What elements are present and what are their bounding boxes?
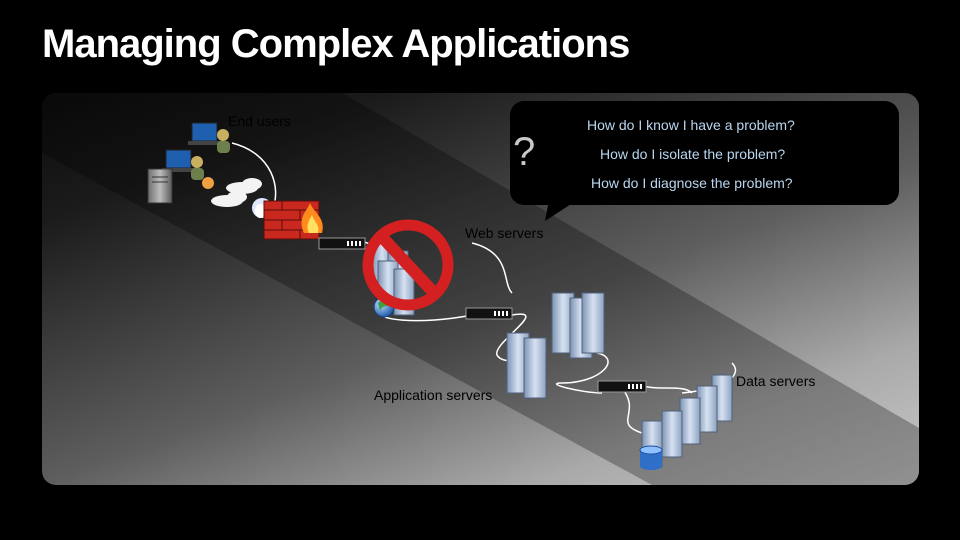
slide-title: Managing Complex Applications (42, 22, 630, 66)
diagram-canvas (42, 93, 919, 485)
question-mark: ? (513, 130, 536, 174)
network-switch-icon (597, 380, 647, 393)
server-rack-icon (506, 292, 605, 399)
cloud-icon (226, 178, 262, 194)
firewall-icon (263, 200, 323, 240)
question-callout (510, 101, 899, 205)
callout-question: How do I isolate the problem? (600, 146, 786, 162)
cable (621, 387, 643, 434)
cable (555, 352, 609, 394)
label-application-servers: Application servers (374, 387, 493, 403)
server-tower-icon (147, 168, 214, 204)
callout-question: How do I diagnose the problem? (591, 175, 793, 191)
cloud-icon (211, 191, 247, 207)
network-switch-icon (465, 307, 513, 320)
callout-tail (545, 195, 585, 221)
user-workstation-icon (188, 122, 230, 153)
label-web-servers: Web servers (465, 225, 544, 241)
label-end-users: End users (228, 113, 292, 129)
cable (471, 242, 513, 294)
user-workstation-icon (162, 149, 204, 180)
label-data-servers: Data servers (736, 373, 816, 389)
database-icon (639, 445, 663, 470)
network-switch-icon (318, 237, 366, 250)
prohibited-icon (362, 219, 454, 311)
callout-question: How do I know I have a problem? (587, 117, 795, 133)
